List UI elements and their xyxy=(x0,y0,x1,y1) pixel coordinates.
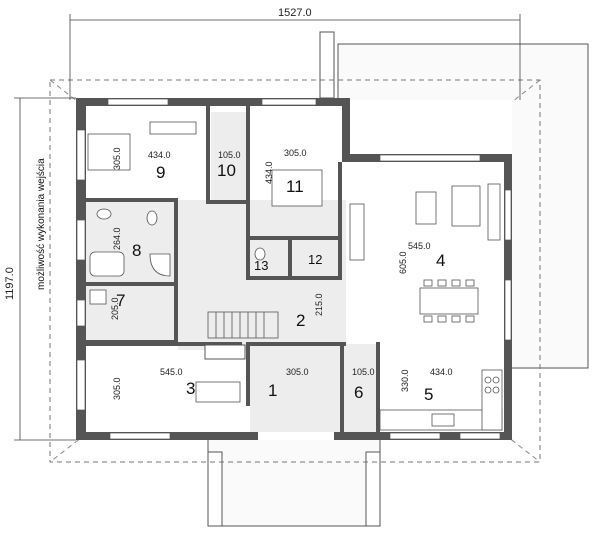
porch-pillar-right xyxy=(365,451,381,527)
room-5-width: 434.0 xyxy=(430,367,453,377)
living-room-furniture xyxy=(349,183,501,261)
room-4-width: 545.0 xyxy=(408,241,431,251)
room-9-width: 434.0 xyxy=(148,150,171,160)
total-width-label: 1527.0 xyxy=(278,7,312,19)
vestibule-floor xyxy=(250,344,342,432)
room-number-8: 8 xyxy=(132,241,141,260)
dimension-lines xyxy=(14,14,521,441)
room-number-12: 12 xyxy=(308,252,322,267)
closet-12-floor xyxy=(292,240,336,278)
room-3-width: 545.0 xyxy=(160,367,183,377)
room-10-width: 105.0 xyxy=(218,150,241,160)
room-11-height: 434.0 xyxy=(264,161,274,184)
room-number-13: 13 xyxy=(254,258,268,273)
interior-walls xyxy=(86,106,380,432)
room-4-height: 605.0 xyxy=(398,251,408,274)
room-number-1: 1 xyxy=(268,381,277,400)
roof-outline xyxy=(49,79,541,463)
room-6-width: 105.0 xyxy=(352,367,375,377)
room-number-11: 11 xyxy=(286,177,304,196)
room-11-width: 305.0 xyxy=(284,148,307,158)
room-number-5: 5 xyxy=(424,385,433,404)
room-number-2: 2 xyxy=(296,311,305,330)
kitchen-counter xyxy=(379,369,503,431)
wardrobe-floor xyxy=(211,112,247,202)
room-8-height: 264.0 xyxy=(112,227,122,250)
room-number-3: 3 xyxy=(186,379,195,398)
room-number-6: 6 xyxy=(354,383,363,402)
room-number-7: 7 xyxy=(116,291,125,310)
bathroom-fixtures xyxy=(89,208,266,305)
room-number-10: 10 xyxy=(217,161,236,180)
bedroom-furniture xyxy=(87,121,323,403)
pantry-floor xyxy=(344,344,378,432)
stairs xyxy=(207,311,279,339)
entrance-note: możliwość wykonania wejścia xyxy=(36,158,47,290)
room-2-dimension: 215.0 xyxy=(314,293,324,316)
room-number-9: 9 xyxy=(156,163,165,182)
hall-width: 305.0 xyxy=(286,367,309,377)
dining-table xyxy=(419,279,479,323)
room-7-height: 205.0 xyxy=(110,297,120,320)
chimney-post xyxy=(319,31,335,99)
windows xyxy=(76,98,512,440)
room-9-height: 305.0 xyxy=(112,147,122,170)
total-depth-label: 1197.0 xyxy=(4,267,16,300)
room-5-height: 330.0 xyxy=(400,369,410,392)
porch-pillar-left xyxy=(207,451,223,527)
room-number-4: 4 xyxy=(436,251,445,270)
room-3-height: 305.0 xyxy=(112,377,122,400)
